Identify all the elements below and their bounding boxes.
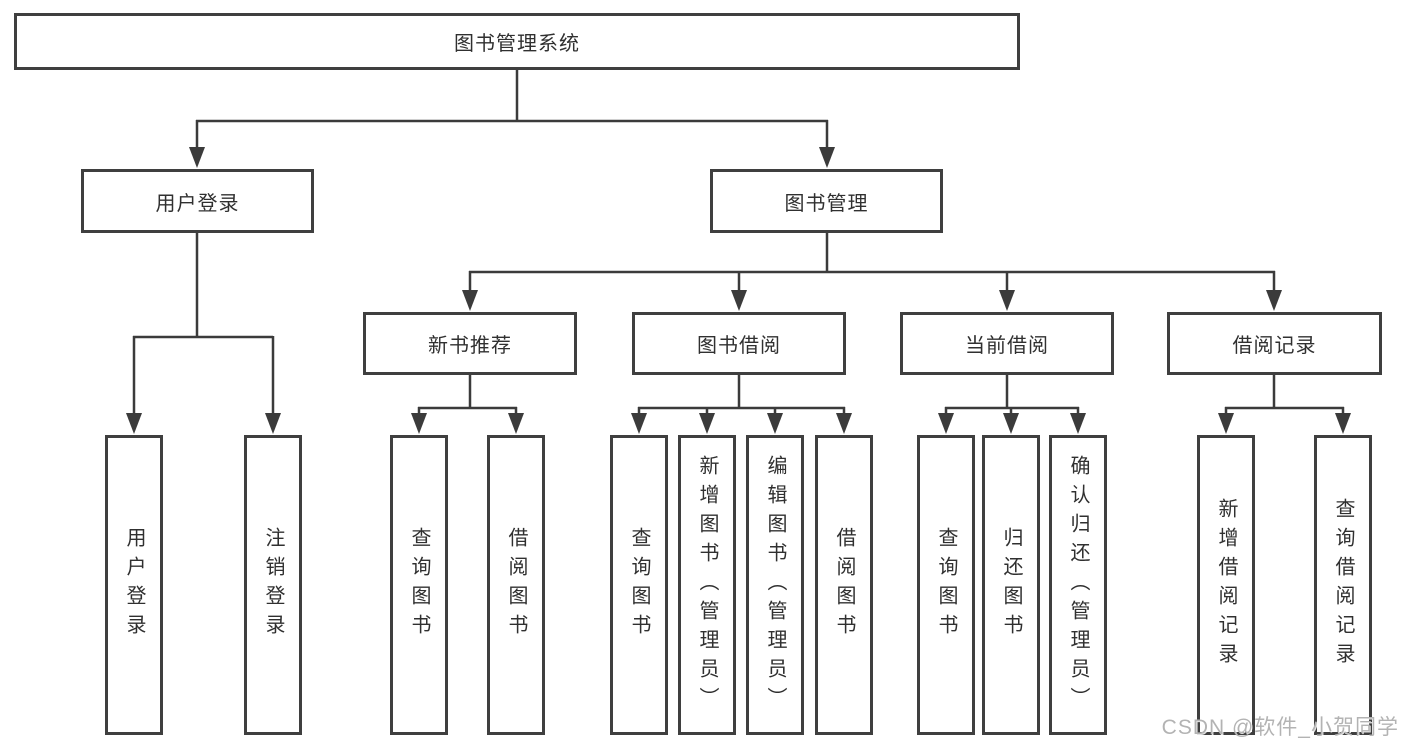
leaf-query-books-2: 查询图书 (610, 435, 668, 735)
leaf-confirm-return-admin: 确认归还（管理员） (1049, 435, 1107, 735)
leaf-add-books-admin: 新增图书（管理员） (678, 435, 736, 735)
node-label: 新书推荐 (428, 335, 512, 357)
leaf-add-borrow-record: 新增借阅记录 (1197, 435, 1255, 735)
node-label: 当前借阅 (965, 335, 1049, 357)
node-user-login-branch: 用户登录 (81, 169, 314, 233)
node-borrowing-records: 借阅记录 (1167, 312, 1382, 375)
node-label: 图书管理 (784, 192, 869, 215)
node-label: 归还图书 (1000, 527, 1022, 643)
node-label: 借阅图书 (833, 527, 855, 643)
node-new-book-recommend: 新书推荐 (363, 312, 577, 375)
node-label: 新增图书（管理员） (696, 454, 718, 716)
node-label: 查询借阅记录 (1332, 498, 1354, 672)
node-label: 查询图书 (935, 527, 957, 643)
node-system-root: 图书管理系统 (14, 13, 1020, 70)
node-label: 注销登录 (262, 527, 284, 643)
node-label: 确认归还（管理员） (1067, 454, 1089, 716)
node-label: 用户登录 (123, 527, 145, 643)
leaf-borrow-books-1: 借阅图书 (487, 435, 545, 735)
leaf-query-books-1: 查询图书 (390, 435, 448, 735)
node-label: 图书管理系统 (454, 33, 580, 55)
node-label: 借阅图书 (505, 527, 527, 643)
node-book-management-branch: 图书管理 (710, 169, 943, 233)
node-label: 用户登录 (155, 192, 240, 215)
leaf-return-books: 归还图书 (982, 435, 1040, 735)
leaf-edit-books-admin: 编辑图书（管理员） (746, 435, 804, 735)
node-label: 查询图书 (408, 527, 430, 643)
node-label: 新增借阅记录 (1215, 498, 1237, 672)
node-label: 图书借阅 (697, 335, 781, 357)
leaf-user-login: 用户登录 (105, 435, 163, 735)
node-current-borrowing: 当前借阅 (900, 312, 1114, 375)
leaf-query-borrow-record: 查询借阅记录 (1314, 435, 1372, 735)
node-label: 编辑图书（管理员） (764, 454, 786, 716)
leaf-borrow-books-2: 借阅图书 (815, 435, 873, 735)
node-label: 查询图书 (628, 527, 650, 643)
leaf-logout: 注销登录 (244, 435, 302, 735)
node-label: 借阅记录 (1232, 335, 1317, 357)
node-book-borrowing: 图书借阅 (632, 312, 846, 375)
csdn-watermark: CSDN @软件_小贺同学 (1161, 716, 1399, 739)
leaf-query-books-3: 查询图书 (917, 435, 975, 735)
